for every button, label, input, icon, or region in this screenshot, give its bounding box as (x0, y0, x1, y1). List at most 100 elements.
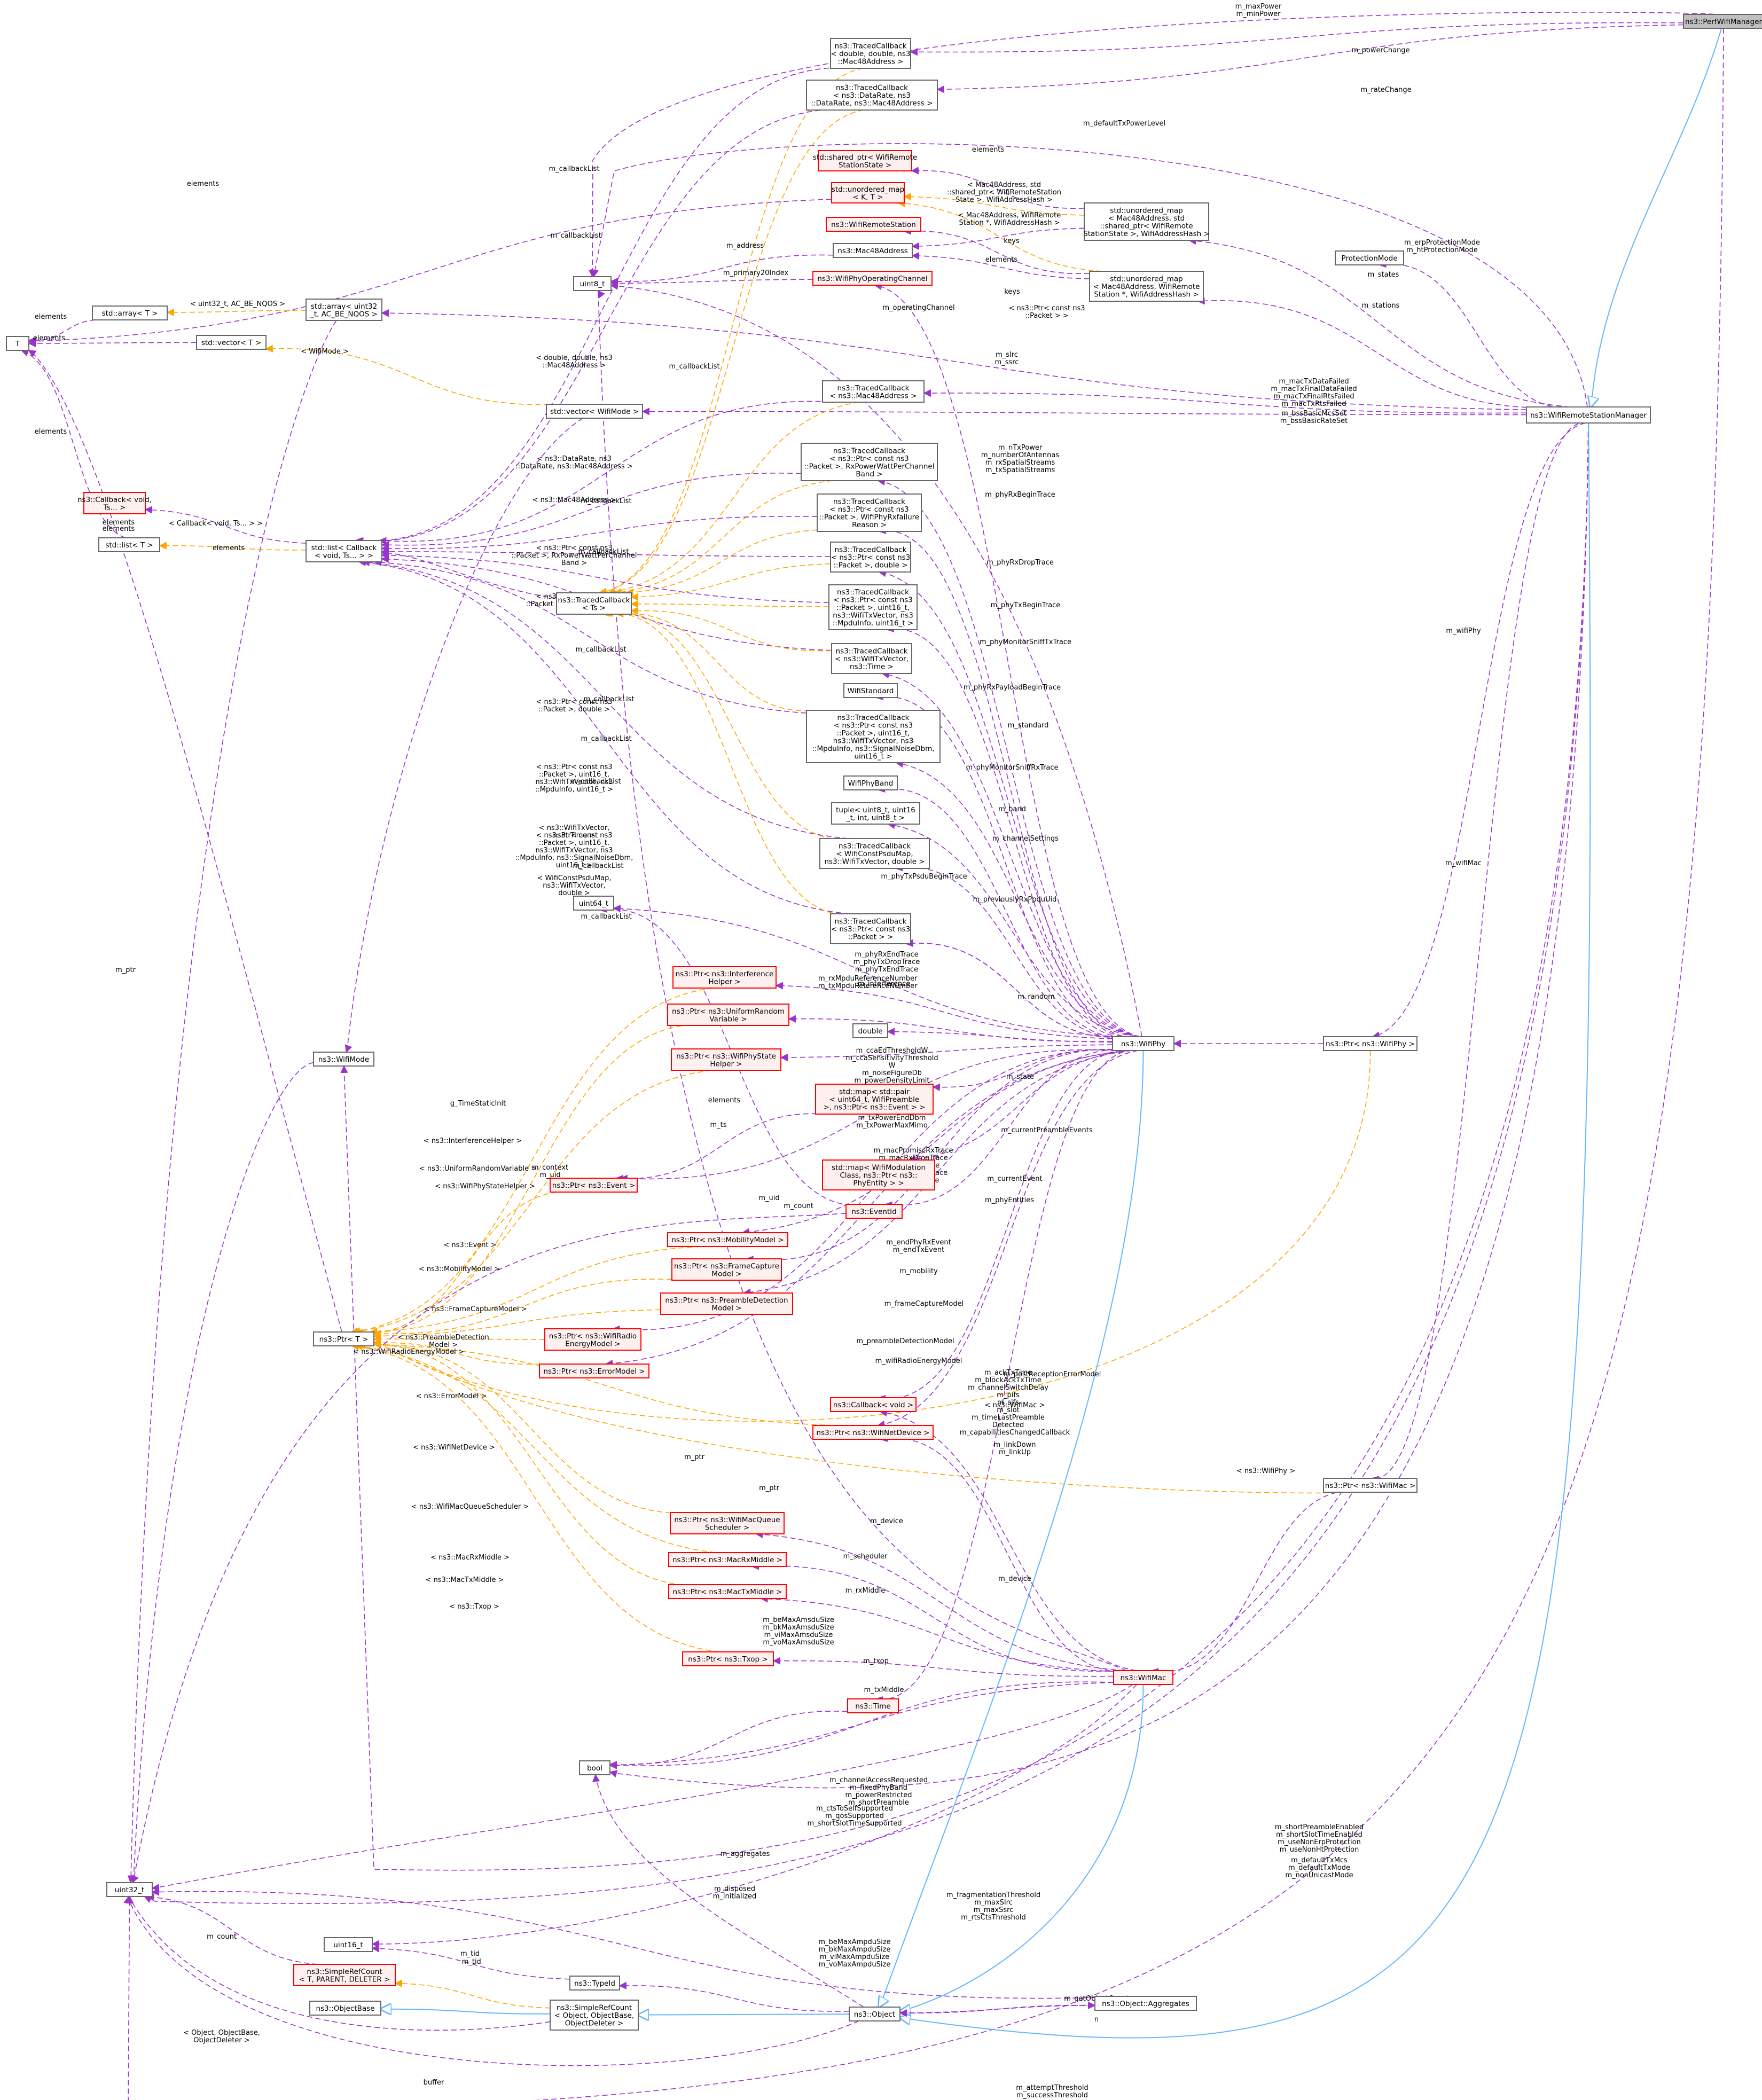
class-node-TracedCallbackTs[interactable]: ns3::TracedCallback< Ts > (556, 592, 632, 615)
class-node-WifiStandard[interactable]: WifiStandard (843, 683, 898, 698)
edge-member-WifiPhy-to-TracedCallbackMonitorTx (886, 624, 1139, 1038)
class-node-SimpleRefCountT[interactable]: ns3::SimpleRefCount< T, PARENT, DELETER … (293, 1964, 396, 1986)
class-node-StdVectorT[interactable]: std::vector< T > (196, 335, 267, 350)
edge-member-TracedCallbackMonitorRx-to-StdListCallback (373, 558, 807, 714)
class-node-bool[interactable]: bool (579, 1760, 610, 1775)
class-node-WifiRemoteStationManager[interactable]: ns3::WifiRemoteStationManager (1526, 406, 1651, 424)
node-box (670, 1512, 785, 1534)
node-label: ns3::WifiRemoteStation (831, 221, 916, 229)
node-label: ns3::TracedCallback< ns3::Ptr< const ns3… (804, 446, 935, 479)
class-node-Aggregates[interactable]: ns3::Object::Aggregates (1094, 1996, 1197, 2011)
edge-label: m_callbackList (549, 165, 599, 173)
class-node-TracedCallbackTxVectorTime[interactable]: ns3::TracedCallback< ns3::WifiTxVector,n… (831, 643, 912, 674)
class-node-TracedCallbackMac48[interactable]: ns3::TracedCallback< ns3::Mac48Address > (822, 380, 925, 403)
class-node-PtrTxop[interactable]: ns3::Ptr< ns3::Txop > (682, 1651, 774, 1666)
class-node-PtrWifiMac[interactable]: ns3::Ptr< ns3::WifiMac > (1323, 1478, 1418, 1493)
class-node-TracedCallbackMonitorRx[interactable]: ns3::TracedCallback< ns3::Ptr< const ns3… (806, 710, 941, 763)
class-node-PtrMacRxMiddle[interactable]: ns3::Ptr< ns3::MacRxMiddle > (668, 1552, 787, 1567)
edge-label: m_txMiddle (864, 1686, 904, 1694)
class-node-TracedCallbackDoubleDouble[interactable]: ns3::TracedCallback< double, double, ns3… (830, 38, 911, 69)
class-node-UnorderedMapStations[interactable]: std::unordered_map< Mac48Address, WifiRe… (1089, 271, 1204, 302)
class-node-uint64_t[interactable]: uint64_t (573, 896, 614, 911)
class-node-WifiMode[interactable]: ns3::WifiMode (313, 1052, 374, 1067)
class-node-Time[interactable]: ns3::Time (847, 1698, 899, 1713)
class-node-TracedCallbackPacketDouble[interactable]: ns3::TracedCallback< ns3::Ptr< const ns3… (830, 542, 911, 573)
class-node-PtrEvent[interactable]: ns3::Ptr< ns3::Event > (550, 1178, 638, 1193)
node-box (6, 336, 29, 351)
class-node-StdListT[interactable]: std::list< T > (98, 537, 160, 552)
class-node-WifiPhyOperatingChannel[interactable]: ns3::WifiPhyOperatingChannel (812, 271, 933, 286)
edge-template-PtrInterferenceHelper-to-PtrT (350, 988, 714, 1335)
class-node-TracedCallbackRxPower[interactable]: ns3::TracedCallback< ns3::Ptr< const ns3… (801, 443, 938, 481)
class-node-WifiPhyBand[interactable]: WifiPhyBand (843, 775, 898, 790)
class-node-ObjectBase[interactable]: ns3::ObjectBase (309, 2001, 381, 2016)
class-node-Object[interactable]: ns3::Object (849, 2007, 900, 2021)
edge-label: < ns3::InterferenceHelper > (424, 1137, 522, 1145)
class-node-TracedCallbackRxFailure[interactable]: ns3::TracedCallback< ns3::Ptr< const ns3… (817, 493, 922, 532)
class-node-PtrMacTxMiddle[interactable]: ns3::Ptr< ns3::MacTxMiddle > (668, 1584, 787, 1599)
class-node-SimpleRefCountObject[interactable]: ns3::SimpleRefCount< Object, ObjectBase,… (550, 2000, 639, 2031)
class-node-EventId[interactable]: ns3::EventId (845, 1204, 903, 1219)
class-node-PtrErrorModel[interactable]: ns3::Ptr< ns3::ErrorModel > (539, 1364, 649, 1378)
class-node-UnorderedMapKT[interactable]: std::unordered_map< K, T > (831, 182, 905, 203)
class-node-TracedCallbackMonitorTx[interactable]: ns3::TracedCallback< ns3::Ptr< const ns3… (828, 584, 918, 630)
edge-label: < uint32_t, AC_BE_NQOS > (190, 300, 285, 308)
class-node-TypeId[interactable]: ns3::TypeId (569, 1976, 620, 1991)
class-node-WifiMac[interactable]: ns3::WifiMac (1113, 1670, 1173, 1685)
edge-member-WifiMac-to-PtrMacRxMiddle (751, 1562, 1119, 1672)
class-node-StdArrayT[interactable]: std::array< T > (92, 305, 168, 320)
class-node-StdListCallback[interactable]: std::list< Callback< void, Ts... > > (306, 540, 382, 562)
class-node-UnorderedMapStates[interactable]: std::unordered_map< Mac48Address, std::s… (1083, 202, 1210, 241)
class-node-CallbackVoidTs[interactable]: ns3::Callback< void,Ts... > (77, 492, 152, 514)
class-node-TracedCallbackPsduMap[interactable]: ns3::TracedCallback< WifiConstPsduMap,ns… (819, 838, 930, 869)
edge-label: < ns3::WifiMac > (985, 1401, 1045, 1409)
class-node-CallbackVoid[interactable]: ns3::Callback< void > (830, 1397, 917, 1412)
edge-label: g_TimeStaticInit (450, 1100, 506, 1108)
edge-member-EventId-to-uint32_t (131, 1213, 847, 1884)
class-node-PerfWifiManager[interactable]: ns3::PerfWifiManager (1683, 14, 1762, 29)
class-node-T[interactable]: T (6, 336, 29, 351)
class-node-WifiRemoteStation[interactable]: ns3::WifiRemoteStation (826, 217, 921, 232)
class-node-ProtectionMode[interactable]: ProtectionMode (1335, 250, 1404, 265)
class-node-TracedCallbackPacket[interactable]: ns3::TracedCallback< ns3::Ptr< const ns3… (830, 913, 911, 944)
class-node-Mac48Address[interactable]: ns3::Mac48Address (833, 243, 913, 258)
edge-member-WifiRemoteStationManager-to-PtrWifiPhy (1372, 422, 1586, 1039)
edge-label: m_count (784, 1202, 813, 1210)
node-label: std::list< T > (105, 541, 153, 550)
node-label: ns3::TracedCallback< ns3::Ptr< const ns3… (819, 497, 919, 529)
edge-label: < ns3::Ptr< const ns3::Packet >, double … (536, 698, 613, 714)
class-node-uint32_t[interactable]: uint32_t (106, 1882, 153, 1897)
node-box (812, 1425, 934, 1440)
node-box (831, 802, 920, 825)
class-node-WifiPhy[interactable]: ns3::WifiPhy (1112, 1036, 1174, 1051)
class-node-StdArrayUint32[interactable]: std::array< uint32_t, AC_BE_NQOS > (306, 299, 382, 321)
node-box (852, 1023, 888, 1038)
class-node-PtrT[interactable]: ns3::Ptr< T > (313, 1331, 374, 1346)
class-node-MapPreambleEvents[interactable]: std::map< std::pair< uint64_t, WifiPream… (815, 1084, 934, 1115)
node-box (1526, 406, 1651, 424)
edge-template-UnorderedMapStations-to-UnorderedMapKT (897, 199, 1102, 272)
class-node-PtrWifiPhy[interactable]: ns3::Ptr< ns3::WifiPhy > (1323, 1036, 1418, 1051)
class-node-double[interactable]: double (852, 1023, 888, 1038)
class-node-TupleChannel[interactable]: tuple< uint8_t, uint16_t, int, uint8_t > (831, 802, 920, 825)
class-node-uint16_t[interactable]: uint16_t (324, 1937, 373, 1952)
edge-label: elements (33, 334, 66, 342)
node-label: double (858, 1027, 882, 1036)
class-node-TracedCallbackDataRate[interactable]: ns3::TracedCallback< ns3::DataRate, ns3:… (806, 80, 938, 111)
edge-label: elements (985, 256, 1018, 264)
class-node-PtrMobilityModel[interactable]: ns3::Ptr< ns3::MobilityModel > (667, 1232, 788, 1247)
class-node-StdVectorWifiMode[interactable]: std::vector< WifiMode > (546, 404, 643, 419)
class-node-PtrWifiNetDevice[interactable]: ns3::Ptr< ns3::WifiNetDevice > (812, 1425, 934, 1440)
edge-inherit-PerfWifiManager-to-WifiRemoteStationManager (1591, 28, 1722, 407)
class-node-uint8_t[interactable]: uint8_t (573, 276, 612, 291)
